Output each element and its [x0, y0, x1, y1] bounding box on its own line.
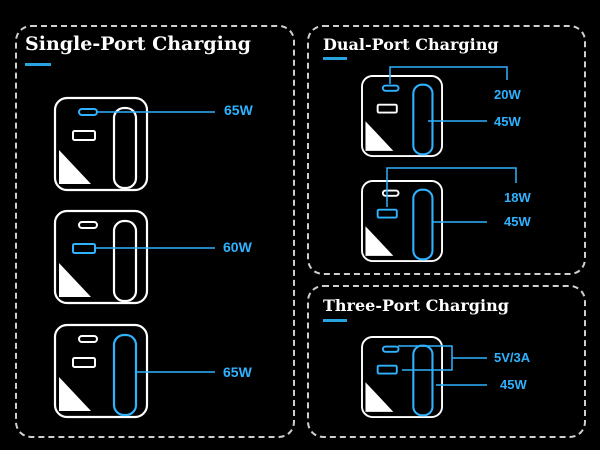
single-port-title: Single-Port Charging [25, 33, 251, 55]
dual-a-top-watt: 20W [494, 87, 521, 102]
three-title-underline [323, 319, 347, 322]
single-charger-3 [53, 323, 149, 419]
dual-b-bracket [386, 167, 517, 207]
single-watt-2: 60W [223, 239, 252, 255]
single-watt-1: 65W [224, 102, 253, 118]
dual-b-top-watt: 18W [504, 190, 531, 205]
single-port-panel [15, 25, 295, 438]
single-title-underline [25, 63, 51, 66]
dual-a-bracket [389, 66, 508, 84]
three-port-panel [307, 285, 586, 438]
dual-port-panel [307, 25, 586, 275]
dual-port-title: Dual-Port Charging [323, 35, 499, 54]
dual-a-bot-watt: 45W [494, 114, 521, 129]
dual-charger-a [361, 75, 443, 157]
three-bracket [398, 345, 453, 371]
three-port-title: Three-Port Charging [323, 296, 509, 315]
single-watt-3: 65W [223, 364, 252, 380]
single-charger-2 [53, 209, 149, 305]
three-bot-watt: 45W [500, 377, 527, 392]
three-top-watt: 5V/3A [494, 350, 531, 365]
single-charger-1 [53, 96, 149, 192]
dual-charger-b [361, 180, 443, 262]
three-charger [361, 336, 443, 418]
dual-b-bot-watt: 45W [504, 214, 531, 229]
dual-title-underline [323, 57, 347, 60]
